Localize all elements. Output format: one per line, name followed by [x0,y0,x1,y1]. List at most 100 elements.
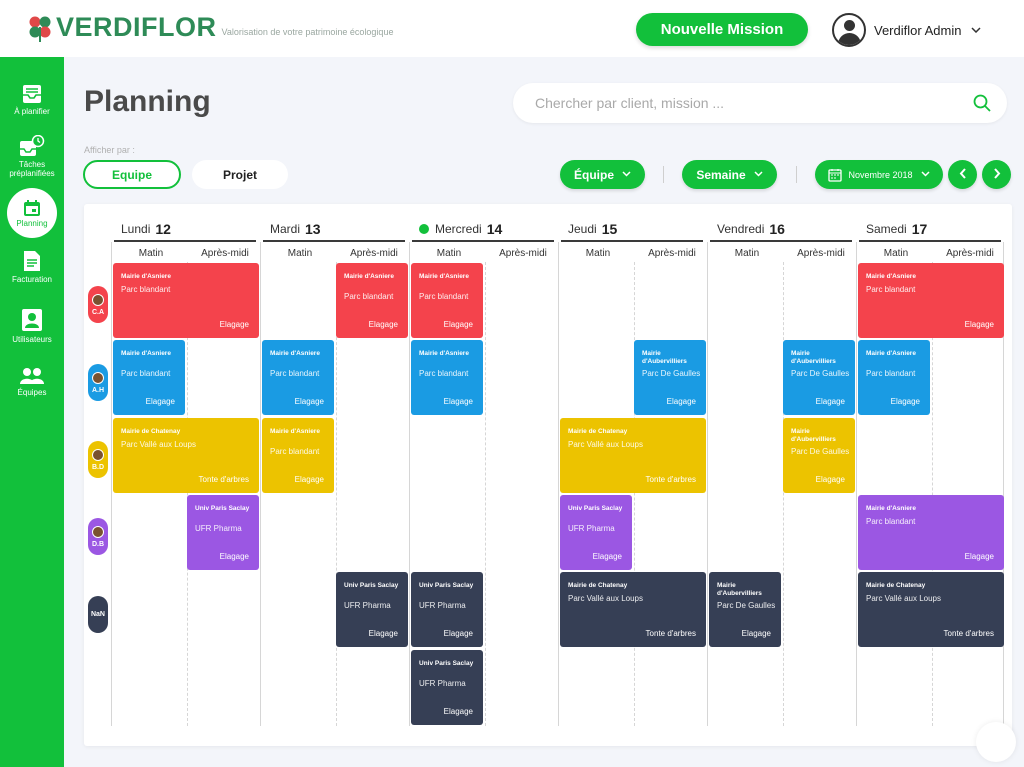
divider [663,166,664,183]
mission-task: Tonte d'arbres [645,475,696,484]
user-menu[interactable]: Verdiflor Admin [832,13,981,47]
mission-site: Parc blandant [270,369,320,378]
view-by-projet-toggle[interactable]: Projet [192,160,288,189]
team-initials: B.D [91,463,105,471]
day-divider [260,242,261,726]
mission-site: Parc blandant [419,292,469,301]
sidebar-item-taches-preplanifiees[interactable]: Tâches préplanifiées [0,135,64,178]
filter-equipe-dropdown[interactable]: Équipe [560,160,645,189]
mission-task: Elagage [964,552,994,561]
mission-task: Elagage [741,629,771,638]
mission-site: UFR Pharma [195,524,242,533]
sidebar-item-facturation[interactable]: Facturation [0,250,64,284]
sidebar-item-label: Facturation [11,275,53,284]
mission-task: Elagage [815,475,845,484]
day-number: 12 [155,221,171,237]
search-input[interactable] [535,83,965,123]
team-badge[interactable]: NaN [88,596,108,633]
calendar-icon [24,199,40,216]
sidebar-item-planning[interactable]: Planning [7,188,57,238]
day-divider [111,242,112,726]
period-label: Semaine [696,167,746,182]
mission-client: Mairie d'Aubervilliers [642,350,687,365]
mission-client: Univ Paris Saclay [344,582,399,589]
day-number: 15 [601,221,618,237]
brand-tagline: Valorisation de votre patrimoine écologi… [221,26,394,37]
day-underline [859,240,1001,242]
slot-label-matin: Matin [734,248,760,259]
team-badge[interactable]: A.H [88,364,108,401]
day-divider [1003,242,1004,726]
team-badge[interactable]: B.D [88,441,108,478]
team-initials: A.H [91,386,105,394]
half-day-divider [634,262,635,726]
avatar [92,293,104,306]
mission-client: Mairie d'Asniere [270,350,320,357]
month-picker[interactable]: Novembre 2018 [815,160,943,189]
slot-label-matin: Matin [883,248,909,259]
next-week-button[interactable] [982,160,1011,189]
mission-task: Elagage [443,629,473,638]
period-dropdown[interactable]: Semaine [682,160,777,189]
day-number: 13 [305,221,321,237]
brand-logo[interactable]: VERDIFLOR Valorisation de votre patrimoi… [28,12,393,43]
mission-site: Parc Vallé aux Loups [568,440,644,449]
sidebar-item-a-planifier[interactable]: À planifier [0,84,64,116]
search-icon[interactable] [973,94,991,117]
mission-client: Mairie d'Asniere [121,350,171,357]
mission-client: Univ Paris Saclay [568,505,623,512]
mission-client: Mairie d'Asniere [866,505,916,512]
mission-client: Mairie de Chatenay [568,428,628,435]
view-by-equipe-toggle[interactable]: Equipe [83,160,181,189]
half-day-divider [485,262,486,726]
month-label: Novembre 2018 [848,169,913,180]
mission-client: Mairie d'Asniere [344,273,394,280]
prev-week-button[interactable] [948,160,977,189]
mission-site: Parc blandant [344,292,394,301]
sidebar-item-utilisateurs[interactable]: Utilisateurs [0,308,64,344]
half-day-divider [932,262,933,726]
team-badge[interactable]: C.A [88,286,108,323]
mission-task: Elagage [890,397,920,406]
mission-client: Mairie de Chatenay [121,428,181,435]
day-divider [409,242,410,726]
day-underline [114,240,256,242]
sidebar-item-equipes[interactable]: Équipes [0,367,64,397]
team-initials: NaN [90,611,105,618]
team-badge[interactable]: D.B [88,518,108,555]
page-title: Planning [84,85,211,118]
mission-client: Univ Paris Saclay [195,505,250,512]
mission-client: Univ Paris Saclay [419,660,474,667]
help-fab[interactable] [976,722,1016,762]
new-mission-button[interactable]: Nouvelle Mission [636,13,808,46]
